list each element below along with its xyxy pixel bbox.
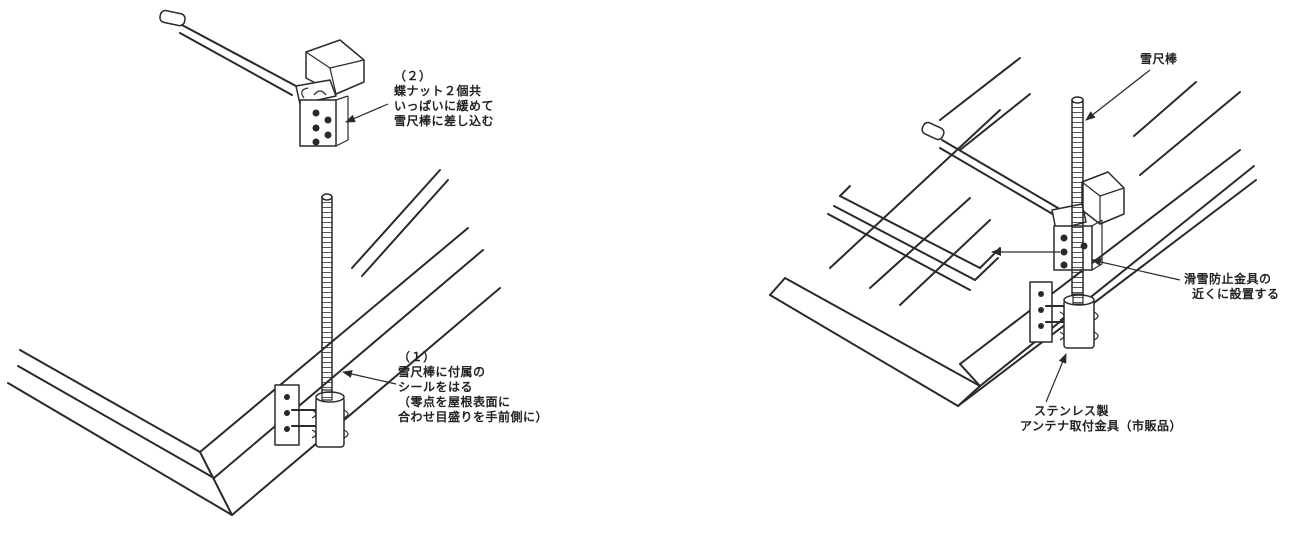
step1-label: （１） 雪尺棒に付属の シールをはる （零点を屋根表面に 合わせ目盛りを手前側に… — [398, 350, 548, 425]
step1-line: 雪尺棒に付属の — [398, 365, 486, 379]
left-leader-lines — [342, 103, 397, 385]
step2-label: （２） 蝶ナット２個共 いっぱいに緩めて 雪尺棒に差し込む — [394, 69, 494, 129]
bracket-line: ステンレス製 — [1034, 404, 1110, 418]
bracket-label: ステンレス製 アンテナ取付金具（市販品） — [1020, 404, 1182, 434]
step1-line: シールをはる — [398, 380, 474, 394]
right-roof — [769, 57, 1257, 407]
left-snow-guard-part — [159, 9, 365, 147]
right-snow-guard-rail — [827, 185, 1001, 291]
step1-line: 合わせ目盛りを手前側に） — [398, 410, 549, 424]
pole-label: 雪尺棒 — [1140, 52, 1178, 66]
step2-line: 蝶ナット２個共 — [394, 84, 482, 98]
right-pole-assembly — [921, 96, 1125, 349]
right-leader-lines — [991, 69, 1181, 403]
bracket-line: アンテナ取付金具（市販品） — [1020, 419, 1183, 433]
step2-line: 雪尺棒に差し込む — [394, 114, 495, 128]
step1-line: （零点を屋根表面に — [398, 395, 511, 409]
step2-line: いっぱいに緩めて — [394, 99, 495, 113]
snow-guard-line: 近くに設置する — [1192, 287, 1280, 301]
left-roof — [7, 169, 501, 516]
left-pole-with-bracket — [274, 193, 349, 448]
step2-number: （２） — [394, 69, 432, 83]
step1-number: （１） — [398, 350, 436, 364]
snow-guard-label: 滑雪防止金具の 近くに設置する — [1184, 272, 1280, 302]
snow-guard-line: 滑雪防止金具の — [1184, 272, 1272, 286]
